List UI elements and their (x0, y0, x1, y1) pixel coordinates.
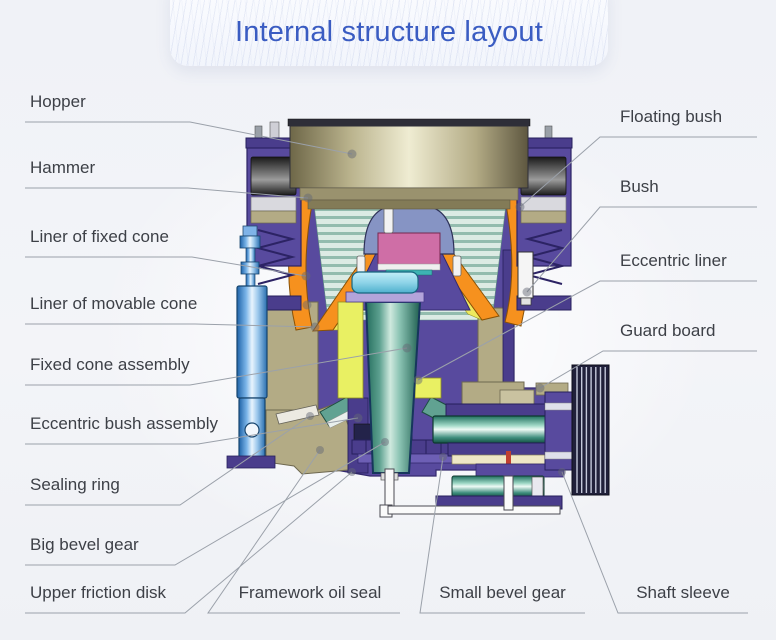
label-shaft-sleeve: Shaft sleeve (636, 583, 730, 602)
label-big-bevel-gear: Big bevel gear (30, 535, 139, 554)
header-card: Internal structure layout (170, 0, 608, 66)
page-title: Internal structure layout (234, 16, 544, 48)
label-floating-bush: Floating bush (620, 107, 723, 126)
label-small-bevel-gear: Small bevel gear (439, 583, 566, 602)
leader-endpoint-dots (301, 149, 566, 476)
label-eccentric-liner: Eccentric liner (620, 251, 727, 270)
label-hopper: Hopper (30, 92, 86, 111)
label-guard-board: Guard board (620, 321, 716, 340)
label-fixed-cone-assembly: Fixed cone assembly (30, 355, 190, 374)
label-hammer: Hammer (30, 158, 96, 177)
label-liner-of-fixed-cone: Liner of fixed cone (30, 227, 169, 246)
label-sealing-ring: Sealing ring (30, 475, 120, 494)
label-framework-oil-seal: Framework oil seal (238, 583, 382, 602)
label-upper-friction-disk: Upper friction disk (30, 583, 167, 602)
label-eccentric-bush-assembly: Eccentric bush assembly (30, 414, 219, 433)
label-bush: Bush (620, 177, 659, 196)
label-liner-of-movable-cone: Liner of movable cone (30, 294, 198, 313)
